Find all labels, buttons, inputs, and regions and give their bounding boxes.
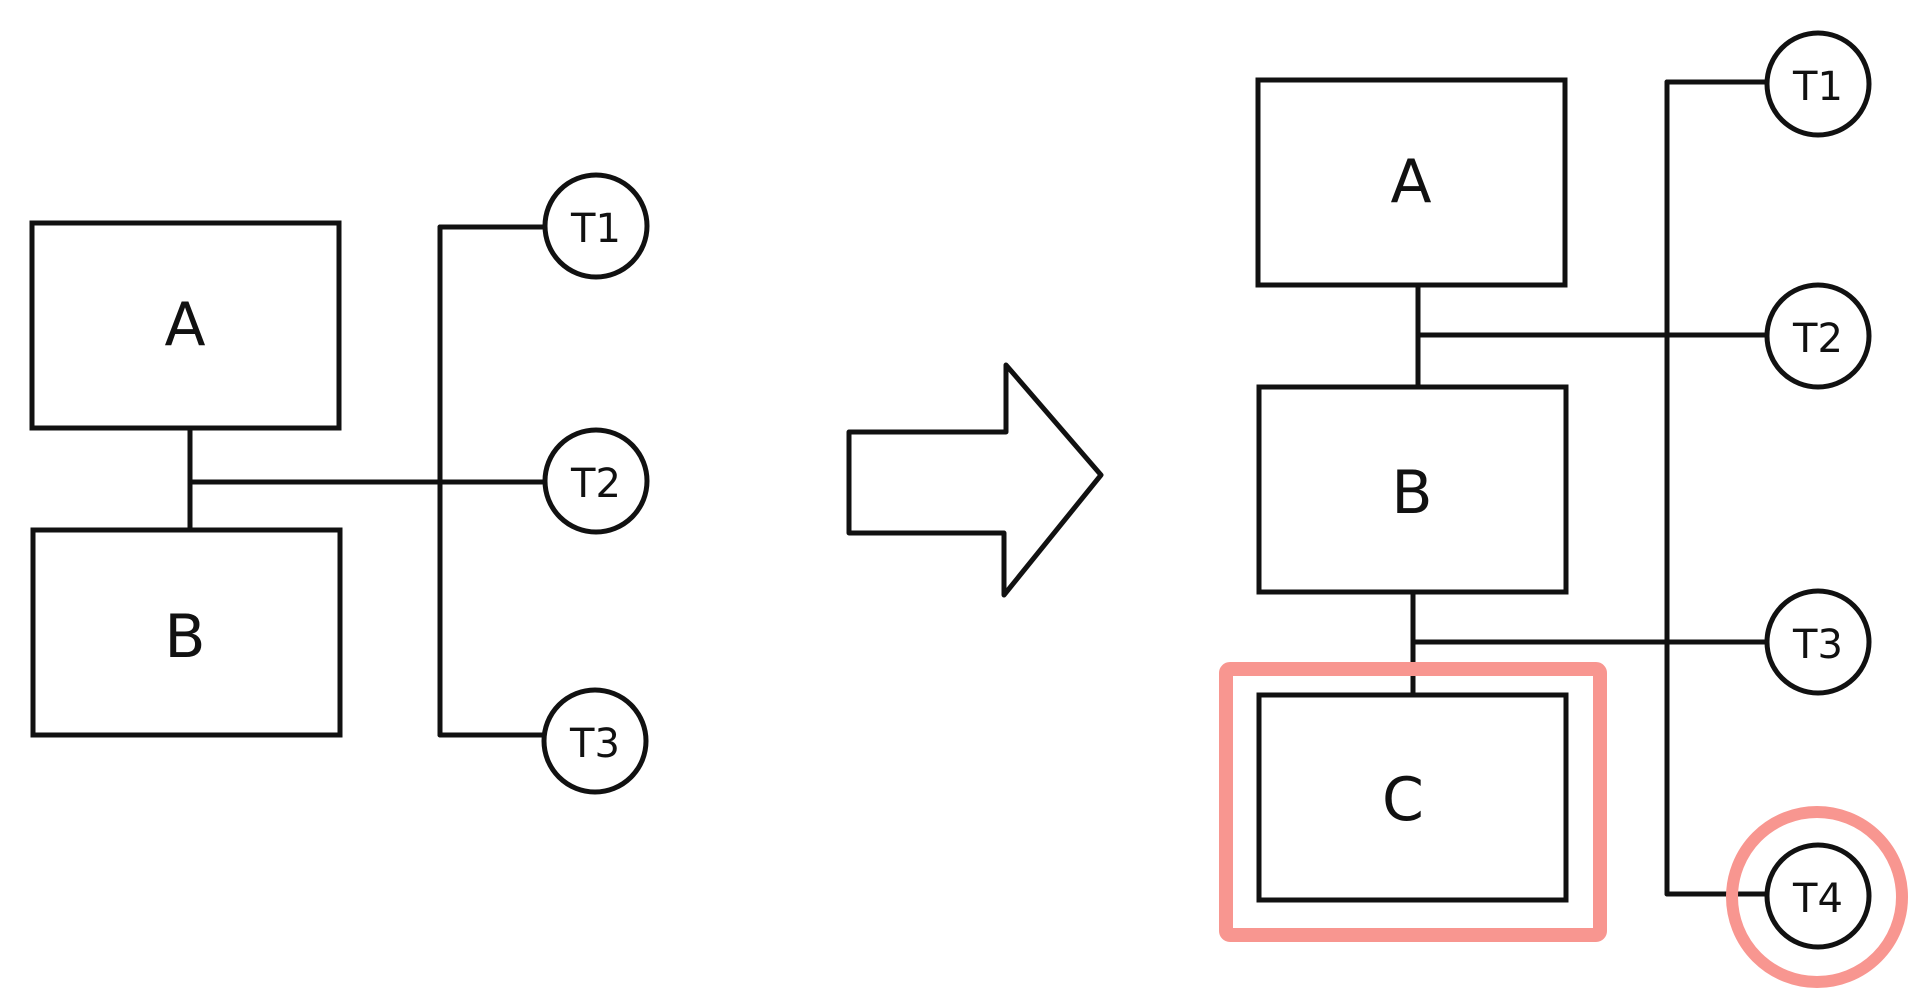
- node-t2-label: T2: [1792, 316, 1843, 362]
- box-b-label: B: [1391, 458, 1432, 528]
- box-c: C: [1256, 692, 1569, 903]
- node-t3-label: T3: [569, 721, 620, 767]
- node-t2-label: T2: [570, 461, 621, 507]
- node-t4: T4: [1764, 842, 1872, 950]
- node-t3: T3: [1764, 588, 1872, 696]
- box-a-label: A: [1390, 147, 1431, 217]
- after-diagram: A B C T1 T2 T3 T4: [1219, 30, 1908, 988]
- right-arrow-icon: [846, 362, 1104, 598]
- node-t1-label: T1: [1792, 64, 1843, 110]
- box-b-label: B: [164, 602, 205, 672]
- node-t2: T2: [1764, 282, 1872, 390]
- box-c-label: C: [1382, 765, 1424, 835]
- node-t1: T1: [1764, 30, 1872, 138]
- node-t1-label: T1: [570, 206, 621, 252]
- node-t2: T2: [542, 427, 650, 535]
- box-a: A: [29, 220, 342, 431]
- node-t1: T1: [542, 172, 650, 280]
- box-a: A: [1255, 77, 1568, 288]
- before-diagram: A B T1 T2 T3: [29, 172, 650, 795]
- box-b: B: [30, 527, 343, 738]
- highlight-box-c: [1219, 662, 1607, 942]
- node-t3-label: T3: [1792, 622, 1843, 668]
- box-b: B: [1256, 384, 1569, 595]
- node-t4-label: T4: [1792, 876, 1843, 922]
- highlight-node-t4: [1726, 806, 1908, 988]
- node-t3: T3: [541, 687, 649, 795]
- box-a-label: A: [164, 290, 205, 360]
